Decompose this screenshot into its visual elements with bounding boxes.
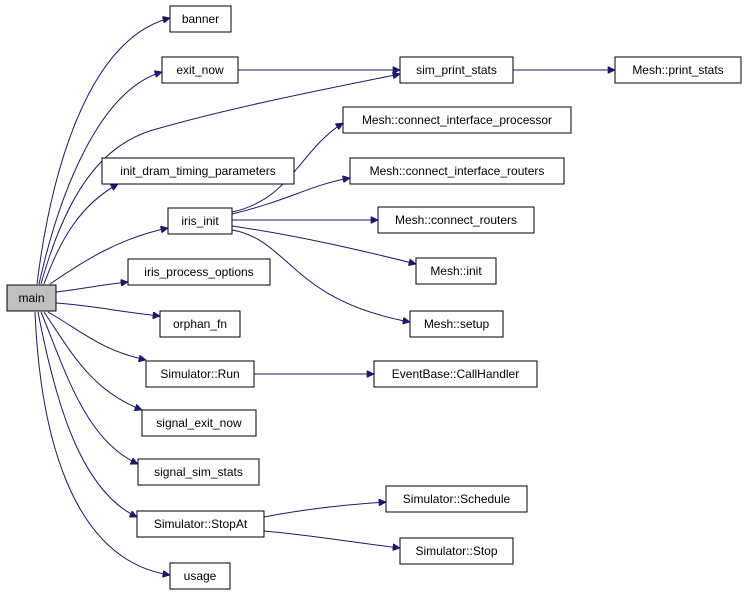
edge-iris-init-connect-interface-routers (231, 178, 350, 215)
node-label-mesh-connect-interface-routers: Mesh::connect_interface_routers (370, 164, 545, 178)
node-signal-sim-stats[interactable]: signal_sim_stats (137, 458, 260, 486)
edge-main-init-dram (43, 183, 118, 285)
node-iris-process-options[interactable]: iris_process_options (127, 258, 271, 286)
edge-main-usage (34, 311, 170, 575)
node-label-eventbase-callhandler: EventBase::CallHandler (392, 367, 519, 381)
edge-main-iris-process-options (55, 282, 128, 293)
node-eventbase-callhandler[interactable]: EventBase::CallHandler (373, 360, 538, 388)
node-mesh-setup[interactable]: Mesh::setup (409, 310, 504, 338)
node-label-mesh-setup: Mesh::setup (424, 317, 490, 331)
edge-main-iris-init (49, 228, 168, 285)
node-label-mesh-connect-routers: Mesh::connect_routers (395, 213, 517, 227)
edge-main-exit-now (38, 72, 162, 285)
node-init-dram-timing-parameters[interactable]: init_dram_timing_parameters (101, 157, 295, 185)
edge-main-sim-print-stats (40, 74, 400, 285)
node-simulator-schedule[interactable]: Simulator::Schedule (385, 485, 528, 513)
node-label-signal-exit-now: signal_exit_now (156, 416, 242, 430)
node-label-mesh-connect-interface-processor: Mesh::connect_interface_processor (362, 113, 552, 127)
node-label-init-dram-timing-parameters: init_dram_timing_parameters (120, 164, 275, 178)
node-label-banner: banner (182, 12, 219, 26)
node-label-simulator-stop: Simulator::Stop (415, 544, 497, 558)
edge-main-signal-sim-stats (40, 311, 138, 464)
edge-main-banner (36, 18, 170, 285)
node-signal-exit-now[interactable]: signal_exit_now (141, 409, 257, 437)
node-label-iris-process-options: iris_process_options (144, 265, 253, 279)
node-usage[interactable]: usage (169, 562, 231, 590)
node-label-signal-sim-stats: signal_sim_stats (154, 465, 243, 479)
edge-main-signal-exit-now (43, 311, 142, 410)
node-simulator-stopat[interactable]: Simulator::StopAt (136, 510, 265, 538)
edge-main-simulator-stopat (37, 311, 137, 517)
node-label-simulator-run: Simulator::Run (160, 367, 239, 381)
node-banner[interactable]: banner (169, 5, 232, 33)
node-label-mesh-init: Mesh::init (430, 264, 482, 278)
edges (34, 18, 615, 575)
node-label-sim-print-stats: sim_print_stats (416, 63, 497, 77)
node-label-simulator-stopat: Simulator::StopAt (154, 517, 248, 531)
node-label-mesh-print-stats: Mesh::print_stats (632, 63, 723, 77)
node-simulator-run[interactable]: Simulator::Run (145, 360, 255, 388)
node-simulator-stop[interactable]: Simulator::Stop (399, 537, 514, 565)
node-iris-init[interactable]: iris_init (167, 207, 233, 235)
node-mesh-connect-routers[interactable]: Mesh::connect_routers (377, 206, 535, 234)
node-label-simulator-schedule: Simulator::Schedule (403, 492, 511, 506)
node-main[interactable]: main (6, 284, 57, 312)
node-label-usage: usage (184, 569, 217, 583)
node-mesh-init[interactable]: Mesh::init (415, 257, 497, 285)
node-mesh-print-stats[interactable]: Mesh::print_stats (614, 56, 742, 84)
edge-stopat-schedule (263, 502, 386, 518)
node-orphan-fn[interactable]: orphan_fn (159, 310, 241, 338)
node-mesh-connect-interface-processor[interactable]: Mesh::connect_interface_processor (342, 106, 572, 134)
node-label-exit-now: exit_now (176, 63, 224, 77)
node-exit-now[interactable]: exit_now (161, 56, 239, 84)
node-sim-print-stats[interactable]: sim_print_stats (399, 56, 514, 84)
edge-iris-init-mesh-init (231, 225, 416, 264)
edge-main-orphan-fn (55, 302, 160, 316)
edge-iris-init-mesh-setup (231, 229, 410, 322)
node-label-main: main (18, 291, 44, 305)
edge-stopat-stop (263, 530, 400, 548)
node-label-iris-init: iris_init (181, 214, 219, 228)
node-label-orphan-fn: orphan_fn (173, 317, 227, 331)
edge-main-simulator-run (47, 311, 146, 360)
node-mesh-connect-interface-routers[interactable]: Mesh::connect_interface_routers (349, 157, 565, 185)
